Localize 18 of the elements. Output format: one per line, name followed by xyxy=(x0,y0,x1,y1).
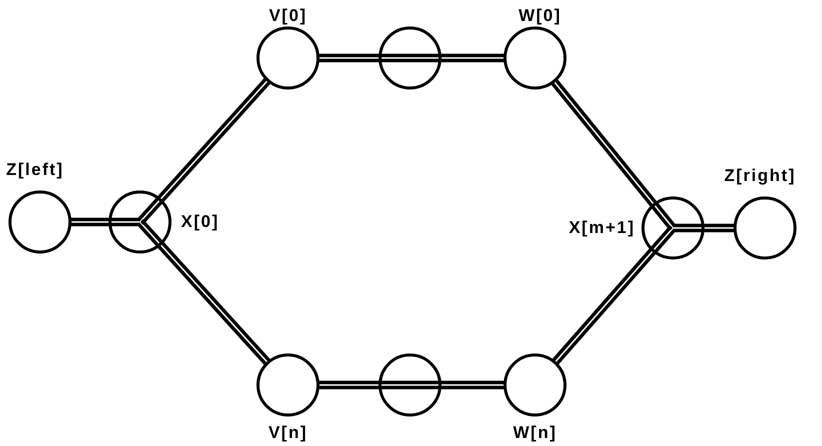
double-line-connector xyxy=(68,218,112,226)
double-line-connector xyxy=(438,380,507,390)
double-line-connector xyxy=(316,54,382,62)
double-line-connector xyxy=(550,78,658,208)
node-label: Z[right] xyxy=(724,166,796,186)
double-line-connector xyxy=(438,54,507,62)
node-label: X[0] xyxy=(181,212,220,232)
double-line-connector xyxy=(156,240,272,366)
double-line-connector xyxy=(551,247,657,366)
node-label: V[0] xyxy=(268,6,308,26)
node-label: Z[left] xyxy=(6,160,64,180)
double-line-connector xyxy=(701,224,737,232)
node-label: W[0] xyxy=(518,6,562,26)
node-label: W[n] xyxy=(513,423,557,443)
double-line-connector xyxy=(316,380,382,390)
node-label: X[m+1] xyxy=(568,218,635,238)
node-label: V[n] xyxy=(268,423,308,443)
double-line-connector xyxy=(156,76,272,204)
